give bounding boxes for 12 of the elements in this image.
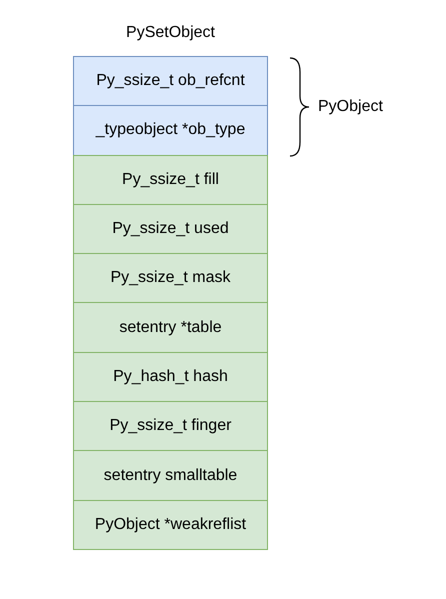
struct-title: PySetObject (125, 23, 216, 43)
field-row: Py_ssize_t fill (73, 154, 268, 205)
brace-label: PyObject (318, 98, 383, 116)
field-row: Py_ssize_t ob_refcnt (73, 56, 268, 106)
field-row: PyObject *weakreflist (73, 500, 268, 550)
field-row: setentry *table (73, 302, 268, 353)
field-row: Py_ssize_t finger (73, 401, 268, 452)
field-row: Py_hash_t hash (73, 352, 268, 402)
field-row: setentry smalltable (73, 450, 268, 501)
field-row: Py_ssize_t used (73, 204, 268, 254)
field-row: _typeobject *ob_type (73, 105, 268, 156)
field-row: Py_ssize_t mask (73, 253, 268, 304)
